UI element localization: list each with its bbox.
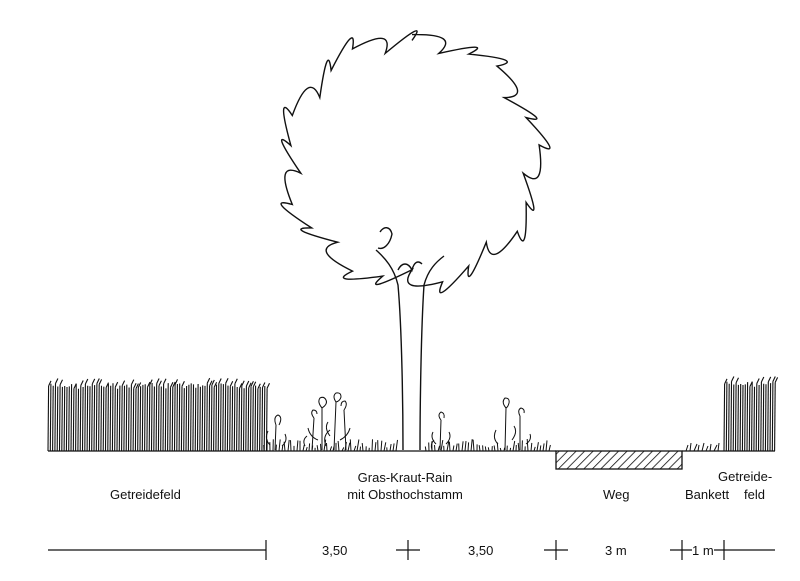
label-verge: Bankett xyxy=(685,487,730,502)
grass-herb-strip xyxy=(263,438,551,452)
wild-herbs xyxy=(265,392,531,451)
verge-grass xyxy=(685,442,720,452)
label-grain-field-left: Getreidefeld xyxy=(110,487,181,502)
grain-field-right xyxy=(723,376,779,452)
label-strip-line2: mit Obsthochstamm xyxy=(347,487,463,502)
dimension-line xyxy=(48,540,775,560)
dimension-strip-left: 3,50 xyxy=(322,543,348,558)
path-surface xyxy=(555,450,683,470)
tree-crown xyxy=(280,30,551,294)
fruit-tree-standard xyxy=(280,30,551,451)
dimension-strip-right: 3,50 xyxy=(468,543,494,558)
grain-field-left xyxy=(47,377,270,452)
label-path: Weg xyxy=(603,487,630,502)
label-strip-line1: Gras-Kraut-Rain xyxy=(357,470,453,485)
label-grain-field-right-line1: Getreide- xyxy=(718,469,773,484)
dimension-verge: 1 m xyxy=(692,543,714,558)
label-grain-field-right-line2: feld xyxy=(744,487,765,502)
dimension-path: 3 m xyxy=(605,543,627,558)
